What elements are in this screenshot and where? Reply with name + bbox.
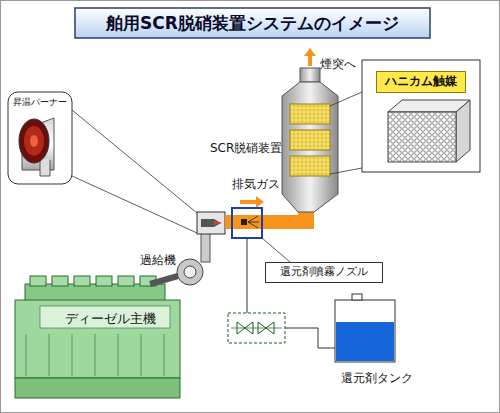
reactor-label: SCR脱硝装置 (210, 142, 282, 156)
reductant-supply-part (228, 313, 285, 343)
engine-block: ディーゼル主機 (15, 276, 180, 398)
burner-callout: 昇温バーナー (4, 92, 76, 184)
reductant-nozzle (232, 208, 290, 262)
diesel-engine-part-part (49, 334, 50, 376)
title-bar (75, 8, 430, 38)
diesel-engine-part (26, 334, 164, 376)
burner-illustration (8, 92, 197, 233)
diesel-engine-part-part (74, 276, 90, 286)
scr-reactor-part (330, 168, 362, 174)
node-label: 昇温バーナー (4, 97, 76, 107)
reductant-nozzle-part (248, 216, 259, 228)
diesel-engine-part (15, 300, 180, 378)
diesel-engine-part-part (141, 334, 142, 376)
diesel-engine-part (15, 378, 180, 398)
turbocharger-part (201, 232, 210, 262)
reductant-nozzle-part (241, 219, 247, 225)
catalyst-callout: ハニカム触媒 (362, 60, 480, 172)
burner-housing-part (214, 221, 222, 225)
reductant-tank-part (352, 294, 362, 300)
diesel-engine-part-part (118, 276, 134, 286)
turbocharger-part (150, 276, 178, 284)
diesel-engine-part-part (96, 276, 112, 286)
diesel-engine (15, 276, 180, 398)
stack-label: 煙突へ (320, 58, 356, 72)
burner-illustration-part (24, 126, 44, 156)
tank-block: 還元剤タンク (318, 294, 436, 398)
exhaust-label: 排気ガス (232, 178, 280, 192)
reductant-supply-part (285, 328, 335, 348)
burner-illustration-part (19, 119, 49, 163)
diesel-engine-part-part (26, 334, 27, 376)
scr-reactor-part (300, 68, 320, 82)
reductant-tank (335, 294, 395, 362)
diesel-engine-part-part (72, 334, 73, 376)
title-text: 舶用SCR脱硝装置システムのイメージ (75, 8, 430, 38)
burner-housing-part (201, 219, 221, 227)
reductant-supply-part (247, 238, 248, 313)
scr-reactor-part (282, 82, 338, 212)
honeycomb-illustration (362, 60, 480, 172)
diesel-engine-part-part (95, 334, 96, 376)
honeycomb-illustration-part (362, 60, 480, 172)
burner-illustration-part (72, 110, 197, 213)
scr-reactor-part (330, 92, 362, 106)
turbocharger-part (184, 266, 196, 278)
diesel-engine-part-part (118, 334, 119, 376)
turbo-label: 過給機 (140, 254, 176, 268)
node-label: 還元剤噴霧ノズル (266, 266, 382, 279)
honeycomb-illustration-part (388, 112, 456, 162)
exhaust-pipe-part (240, 196, 264, 208)
reductant-tank-part (336, 322, 394, 361)
reductant-supply (228, 238, 335, 348)
burner-housing-part (197, 212, 225, 234)
reductant-tank-part (335, 300, 395, 362)
diesel-engine-part (30, 276, 156, 286)
reductant-supply-part (231, 328, 282, 329)
diesel-engine-part (25, 284, 165, 302)
scr-reactor-part (290, 156, 330, 176)
burner-illustration-part (72, 176, 197, 233)
diesel-engine-part-part (30, 276, 46, 286)
node-label: ハニカム触媒 (376, 71, 466, 93)
diesel-engine-part-part (164, 334, 165, 376)
diesel-engine-part-part (52, 276, 68, 286)
burner-illustration-part (30, 135, 38, 147)
node-label: ディーゼル主機 (63, 312, 158, 327)
reductant-nozzle-part (262, 238, 290, 262)
nozzle-callout: 還元剤噴霧ノズル (265, 262, 383, 283)
scr-reactor-part (290, 130, 330, 150)
turbocharger-part (177, 259, 203, 285)
node-label: 還元剤タンク (318, 372, 436, 386)
diesel-engine-part (40, 306, 170, 328)
honeycomb-illustration-part (456, 100, 470, 162)
scr-reactor-part (304, 48, 316, 66)
burner-housing (197, 212, 225, 234)
reductant-nozzle-part (232, 208, 262, 238)
scr-reactor-part (290, 104, 330, 124)
scr-reactor (282, 48, 362, 212)
